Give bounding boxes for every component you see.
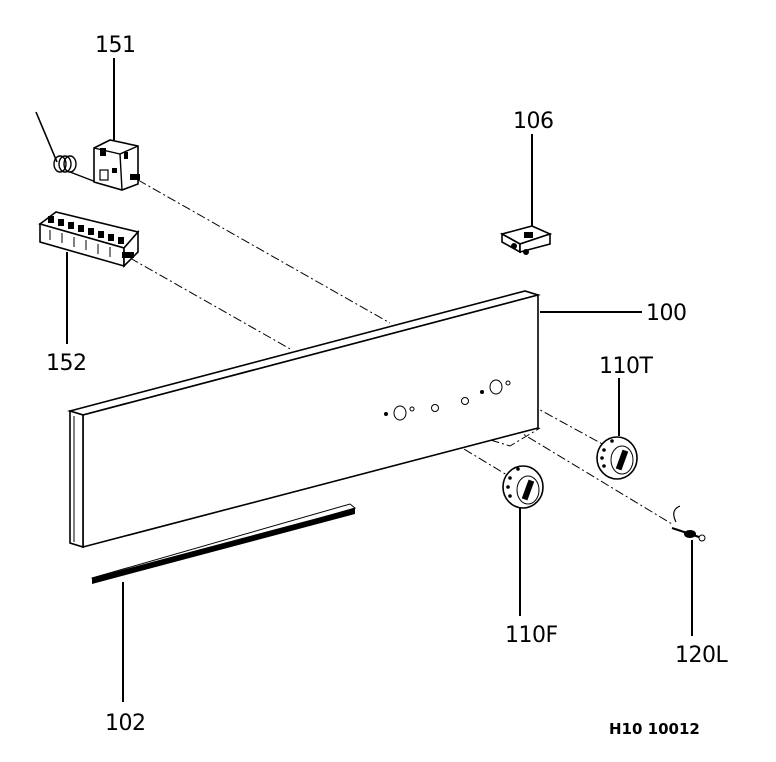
switch-bank-keys <box>48 216 124 257</box>
panel-holes <box>384 379 511 421</box>
knob-110t <box>596 436 638 480</box>
control-panel <box>67 290 541 549</box>
part-label-120l: 120L <box>675 643 728 668</box>
part-label-100: 100 <box>646 301 687 326</box>
part-labels: 151 152 106 100 110T 110F 120L 102 H10 1… <box>46 33 729 738</box>
part-label-106: 106 <box>513 109 554 134</box>
part-label-102: 102 <box>105 711 146 736</box>
drawing-code: H10 10012 <box>609 720 700 738</box>
lamp-120l <box>671 505 706 542</box>
assembly-line-151 <box>137 179 391 324</box>
switch-bank-152 <box>38 211 140 268</box>
spring-icon <box>53 155 77 173</box>
part-label-152: 152 <box>46 351 87 376</box>
knob-110f <box>502 465 544 509</box>
switch-151 <box>35 111 140 191</box>
part-label-151: 151 <box>95 33 136 58</box>
bracket-106 <box>499 225 553 255</box>
part-label-110t: 110T <box>599 354 653 379</box>
leader-lines <box>66 58 693 702</box>
part-label-110f: 110F <box>505 623 558 648</box>
assembly-line-152 <box>129 257 293 351</box>
strip-102 <box>91 503 357 584</box>
